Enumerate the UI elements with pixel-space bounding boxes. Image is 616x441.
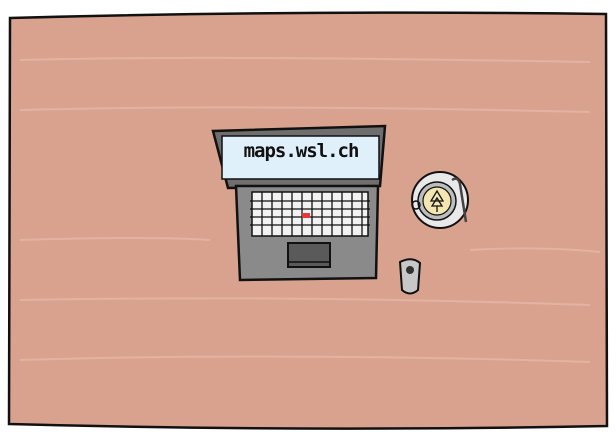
screen-url: maps.wsl.ch (243, 140, 360, 162)
spoon (451, 177, 468, 223)
laptop-screen (221, 135, 380, 180)
computer-mouse (398, 258, 422, 295)
touchpad (287, 242, 331, 268)
wood-grain (19, 56, 601, 363)
keyboard-keys (250, 192, 370, 236)
trackpoint (302, 213, 310, 218)
laptop (211, 124, 387, 282)
latte-art-icon (429, 189, 445, 212)
coffee-cup (411, 171, 469, 229)
